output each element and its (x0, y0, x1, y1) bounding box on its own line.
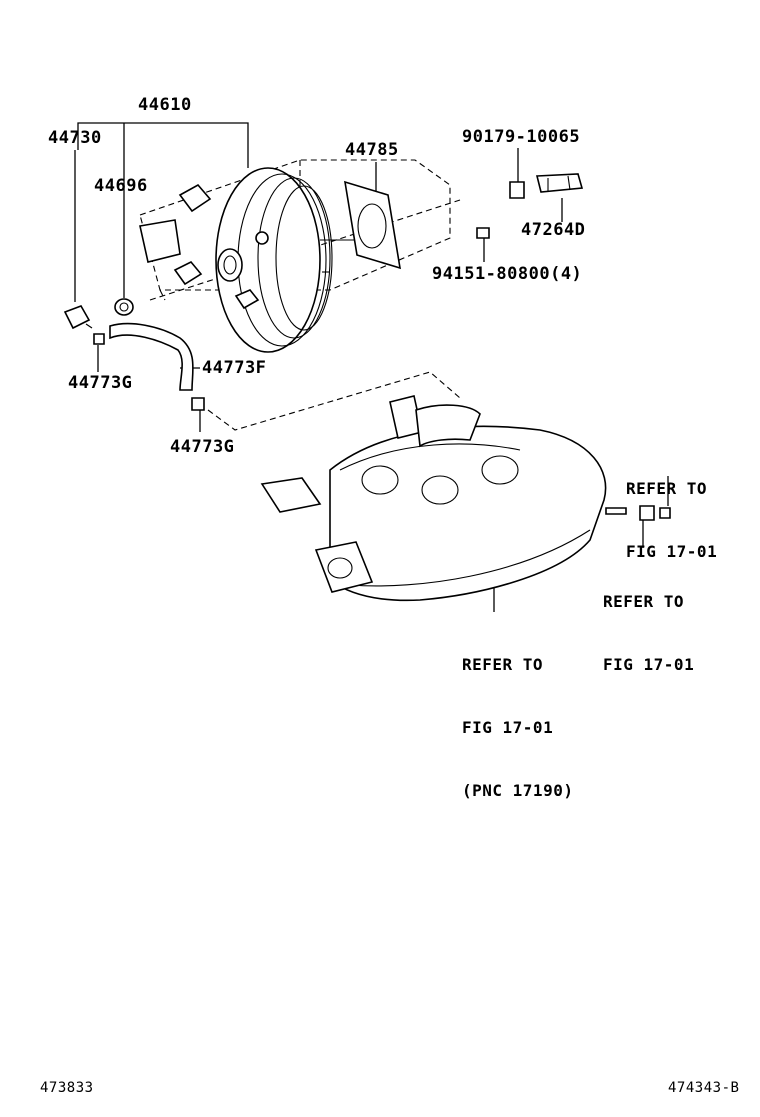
refer-note-1: REFER TO FIG 17-01 (626, 436, 717, 583)
label-94151-80800: 94151-80800(4) (432, 264, 583, 284)
hose-44773f (109, 322, 194, 391)
label-44696: 44696 (94, 176, 148, 196)
brake-booster (173, 167, 362, 353)
label-44773f: 44773F (202, 358, 267, 378)
refer-note-3-line1: REFER TO (462, 655, 544, 674)
refer-note-2-line2: FIG 17-01 (603, 655, 695, 674)
check-valve-44730 (63, 305, 93, 330)
refer-note-2: REFER TO FIG 17-01 (603, 549, 694, 696)
label-44610: 44610 (138, 95, 192, 115)
nut-94151 (476, 227, 490, 239)
refer-note-3: REFER TO FIG 17-01 (PNC 17190) (462, 612, 573, 822)
footer-left-code: 473833 (40, 1080, 94, 1096)
clamp-44773g-b (191, 397, 205, 411)
grommet-44696 (114, 298, 134, 316)
nut-90179 (509, 181, 525, 199)
label-44785: 44785 (345, 140, 399, 160)
label-90179-10065: 90179-10065 (462, 127, 581, 147)
refer-note-3-line2: FIG 17-01 (462, 718, 554, 737)
clevis-47264d (535, 173, 584, 193)
refer-note-2-line1: REFER TO (603, 592, 685, 611)
clamp-44773g-a (93, 333, 105, 345)
refer-note-1-line1: REFER TO (626, 479, 708, 498)
label-47264d: 47264D (521, 220, 586, 240)
footer-right-code: 474343-B (668, 1080, 740, 1096)
refer-note-1-line2: FIG 17-01 (626, 542, 718, 561)
label-44730: 44730 (48, 128, 102, 148)
gasket-44785 (344, 180, 401, 270)
label-44773g-top: 44773G (68, 373, 133, 393)
leader-44610 (74, 122, 249, 302)
label-44773g-bottom: 44773G (170, 437, 235, 457)
refer-note-3-line3: (PNC 17190) (462, 781, 574, 800)
hose-path-dashed (207, 371, 461, 431)
master-cylinder (139, 219, 181, 263)
intake-manifold (260, 395, 671, 602)
